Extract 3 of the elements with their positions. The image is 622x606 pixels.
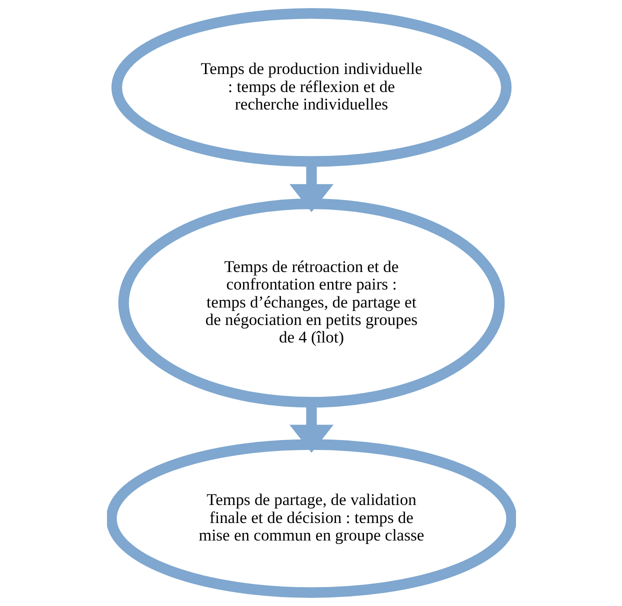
node-ellipse: Temps de partage, de validation finale et de décision : temps de mise en commun en groupe classe — [106, 439, 516, 598]
node-ellipse: Temps de production individuelle : temps de réflexion et de recherche individuelles — [110, 8, 512, 167]
node-ellipse: Temps de rétroaction et de confrontation entre pairs : temps d’échanges, de partage et de négociation en petits groupes de 4 (îlot) — [118, 198, 504, 408]
